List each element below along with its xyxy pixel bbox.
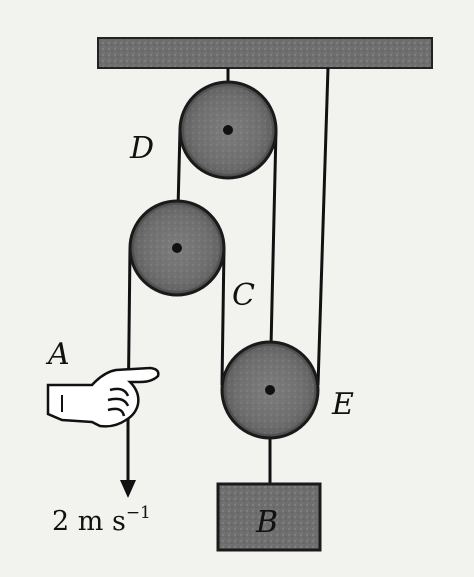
down-arrow-icon <box>120 425 136 498</box>
pulley-e <box>220 340 320 440</box>
label-pulley-d: D <box>129 131 154 166</box>
rope-ceiling-to-e-right <box>316 67 330 386</box>
label-speed: 2 m s−1 <box>52 503 151 537</box>
label-pulley-e: E <box>331 387 354 422</box>
speed-exponent: −1 <box>126 503 151 523</box>
label-pulley-c: C <box>232 278 255 313</box>
ceiling-support <box>97 37 433 69</box>
label-point-a: A <box>45 337 70 372</box>
rope-c-right-to-e-left <box>220 247 226 386</box>
pulley-d <box>178 80 278 180</box>
block-b <box>216 482 322 552</box>
label-block-b: B <box>255 505 278 540</box>
speed-value: 2 m s <box>52 506 126 537</box>
pulley-c <box>128 199 226 297</box>
hand-pulling-icon <box>46 366 160 428</box>
